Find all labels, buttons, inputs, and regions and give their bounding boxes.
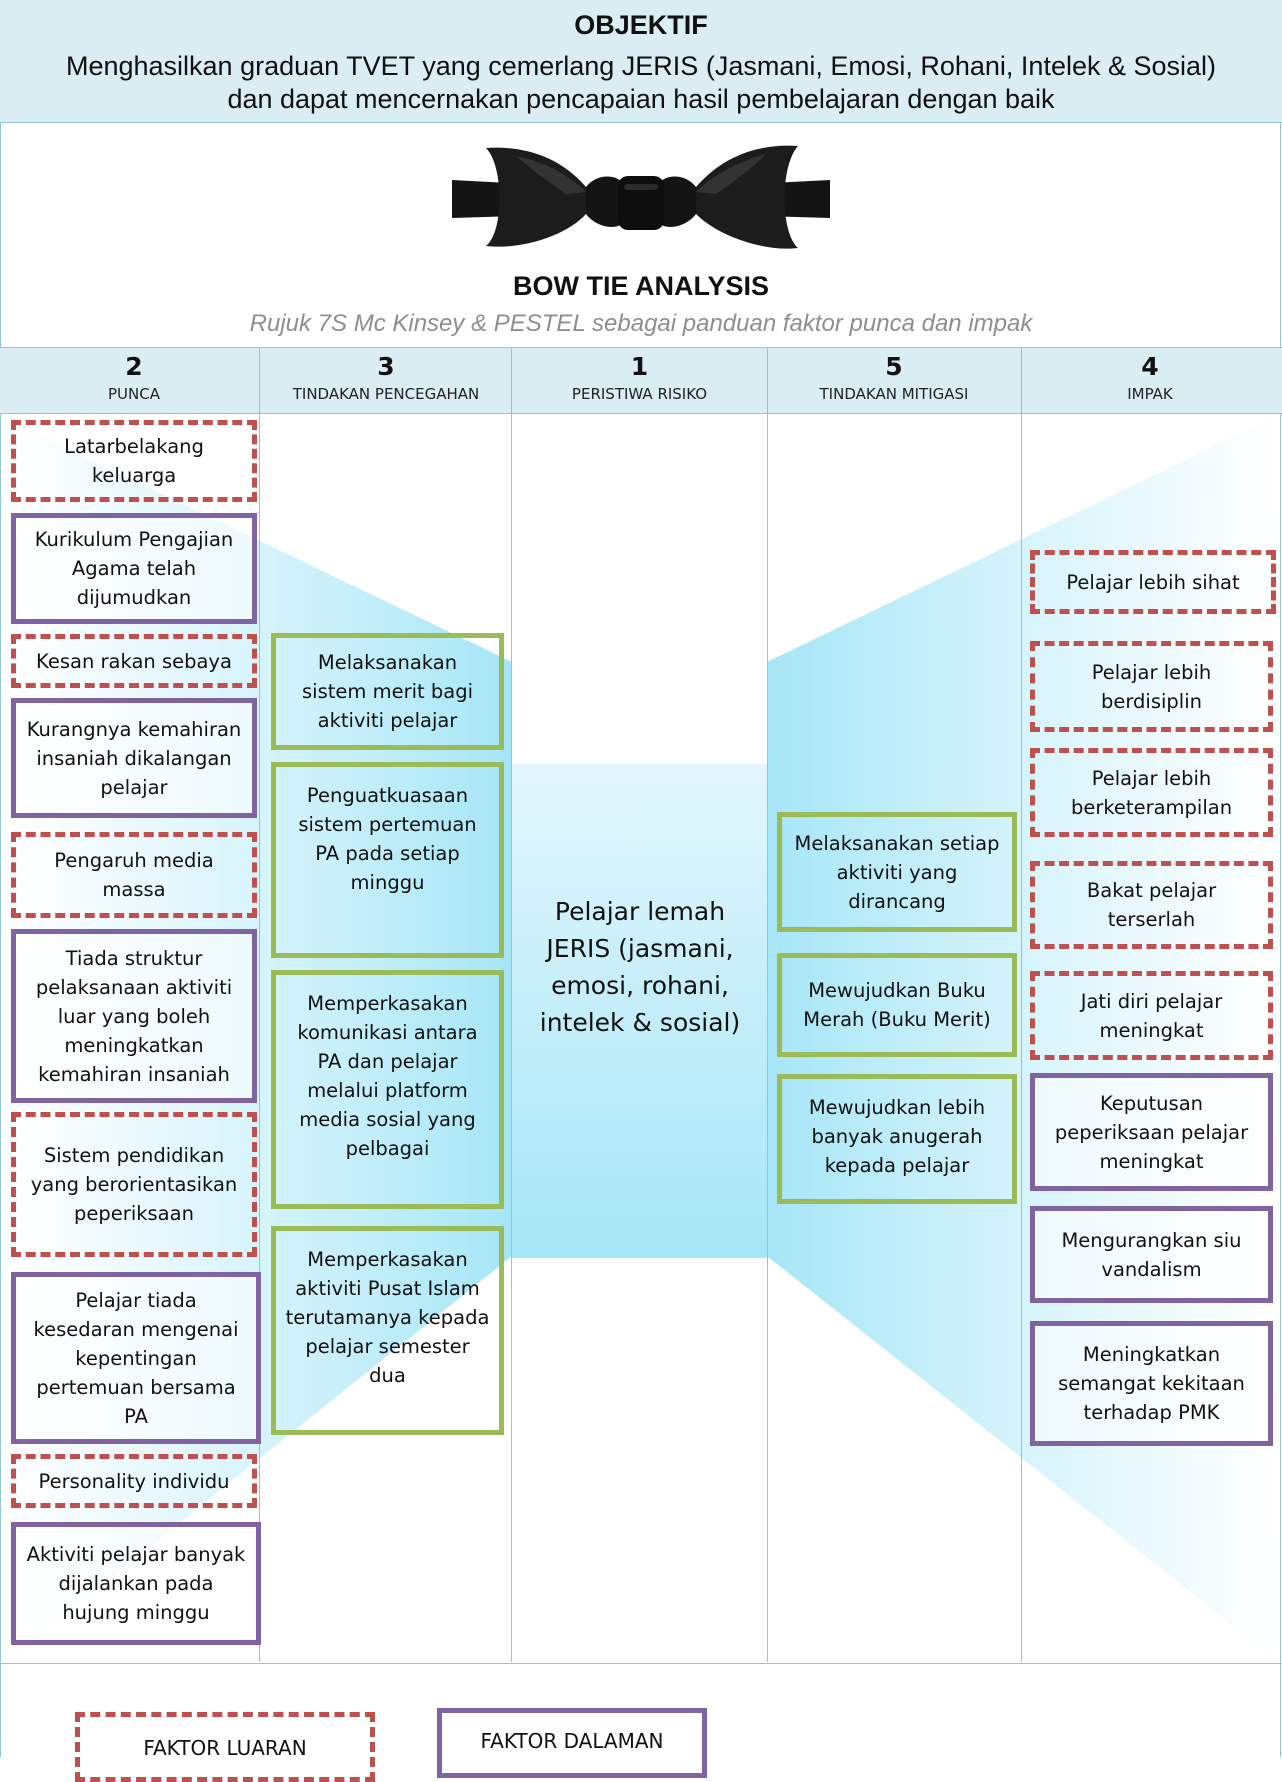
box-label: Memperkasakan komunikasi antara PA dan p… [297,992,478,1160]
column-header-pencegahan: 3 TINDAKAN PENCEGAHAN [260,352,512,412]
impact-box: Keputusan peperiksaan pelajar meningkat [1030,1073,1273,1191]
preventive-action-box: Melaksanakan sistem merit bagi aktiviti … [271,633,504,750]
box-label: Kesan rakan sebaya [36,649,232,673]
box-label: Pelajar lebih sihat [1066,570,1240,594]
impact-box: Pelajar lebih sihat [1030,550,1276,614]
column-header-impak: 4 IMPAK [1021,352,1279,412]
box-label: Mengurangkan siu vandalism [1061,1228,1242,1281]
box-label: Personality individu [38,1469,230,1493]
box-label: Pelajar lebih berdisiplin [1091,660,1212,713]
box-label: Penguatkuasaan sistem pertemuan PA pada … [298,784,477,894]
box-label: Kurikulum Pengajian Agama telah dijumudk… [34,528,234,609]
impact-box: Bakat pelajar terserlah [1030,861,1273,949]
cause-box: Sistem pendidikan yang berorientasikan p… [11,1112,257,1257]
box-label: Jati diri pelajar meningkat [1080,989,1223,1042]
column-label: PERISTIWA RISIKO [571,385,708,403]
box-label: Aktiviti pelajar banyak dijalankan pada … [26,1543,246,1624]
analysis-subtitle: Rujuk 7S Mc Kinsey & PESTEL sebagai pand… [249,310,1033,337]
impact-box: Pelajar lebih berketerampilan [1030,748,1273,837]
cause-box: Kurikulum Pengajian Agama telah dijumudk… [11,513,257,624]
column-number: 5 [885,352,903,381]
box-label: Bakat pelajar terserlah [1086,879,1217,931]
legend-internal-factor: FAKTOR DALAMAN [437,1708,707,1778]
column-header-band [0,347,1282,414]
objective-title: OBJEKTIF [574,10,708,40]
cause-box: Kurangnya kemahiran insaniah dikalangan … [11,698,257,818]
cause-box: Pengaruh media massa [11,832,257,918]
mitigation-action-box: Mewujudkan lebih banyak anugerah kepada … [777,1074,1017,1204]
column-label: IMPAK [1127,385,1173,403]
box-label: Latarbelakang keluarga [64,435,204,487]
box-label: Pelajar tiada kesedaran mengenai kepenti… [33,1288,239,1428]
table-bottom-line [0,1663,1282,1664]
box-label: FAKTOR DALAMAN [480,1729,664,1753]
column-number: 4 [1141,352,1159,381]
cause-box: Kesan rakan sebaya [11,634,257,688]
impact-box: Meningkatkan semangat kekitaan terhadap … [1030,1321,1273,1446]
box-label: Pelajar lebih berketerampilan [1070,766,1233,819]
box-label: Mewujudkan lebih banyak anugerah kepada … [808,1096,986,1177]
mitigation-action-box: Mewujudkan Buku Merah (Buku Merit) [777,953,1017,1057]
column-number: 2 [125,352,143,381]
cause-box: Tiada struktur pelaksanaan aktiviti luar… [11,929,257,1103]
objective-description: Menghasilkan graduan TVET yang cemerlang… [65,51,1217,114]
cause-box: Personality individu [11,1454,257,1508]
column-header-punca: 2 PUNCA [8,352,260,412]
risk-event-text: Pelajar lemah JERIS (jasmani, emosi, roh… [539,897,741,1037]
objective-banner: OBJEKTIF Menghasilkan graduan TVET yang … [0,0,1282,123]
column-label: TINDAKAN PENCEGAHAN [292,385,480,403]
impact-box: Mengurangkan siu vandalism [1030,1206,1273,1303]
cause-box: Aktiviti pelajar banyak dijalankan pada … [11,1522,261,1645]
box-label: Mewujudkan Buku Merah (Buku Merit) [803,979,991,1031]
column-divider [511,347,512,1662]
legend-external-factor: FAKTOR LUARAN [75,1712,375,1782]
box-label: Pengaruh media massa [54,849,214,901]
column-label: TINDAKAN MITIGASI [819,385,969,403]
impact-box: Jati diri pelajar meningkat [1030,971,1273,1060]
box-label: Melaksanakan sistem merit bagi aktiviti … [302,651,473,732]
box-label: Kurangnya kemahiran insaniah dikalangan … [26,717,242,799]
center-band [512,764,767,1258]
cause-box: Pelajar tiada kesedaran mengenai kepenti… [11,1272,261,1444]
box-label: Memperkasakan aktiviti Pusat Islam terut… [285,1248,490,1387]
column-header-mitigasi: 5 TINDAKAN MITIGASI [767,352,1021,412]
preventive-action-box: Penguatkuasaan sistem pertemuan PA pada … [271,762,504,958]
column-number: 1 [630,352,649,381]
box-label: Keputusan peperiksaan pelajar meningkat [1054,1091,1249,1173]
column-header-peristiwa: 1 PERISTIWA RISIKO [512,352,767,412]
mitigation-action-box: Melaksanakan setiap aktiviti yang diranc… [777,812,1017,932]
box-label: Meningkatkan semangat kekitaan terhadap … [1058,1343,1245,1424]
column-number: 3 [377,352,395,381]
preventive-action-box: Memperkasakan aktiviti Pusat Islam terut… [271,1226,504,1435]
analysis-title: BOW TIE ANALYSIS [512,271,770,301]
impact-box: Pelajar lebih berdisiplin [1030,641,1273,732]
column-divider [259,347,260,1662]
bowtie-icon [446,132,836,257]
column-divider [1021,347,1022,1662]
box-label: Sistem pendidikan yang berorientasikan p… [30,1144,238,1225]
cause-box: Latarbelakang keluarga [11,420,257,502]
box-label: Melaksanakan setiap aktiviti yang diranc… [794,831,1000,913]
column-divider [767,347,768,1662]
column-label: PUNCA [108,385,160,403]
box-label: FAKTOR LUARAN [143,1736,307,1760]
preventive-action-box: Memperkasakan komunikasi antara PA dan p… [271,970,504,1209]
box-label: Tiada struktur pelaksanaan aktiviti luar… [35,946,233,1086]
